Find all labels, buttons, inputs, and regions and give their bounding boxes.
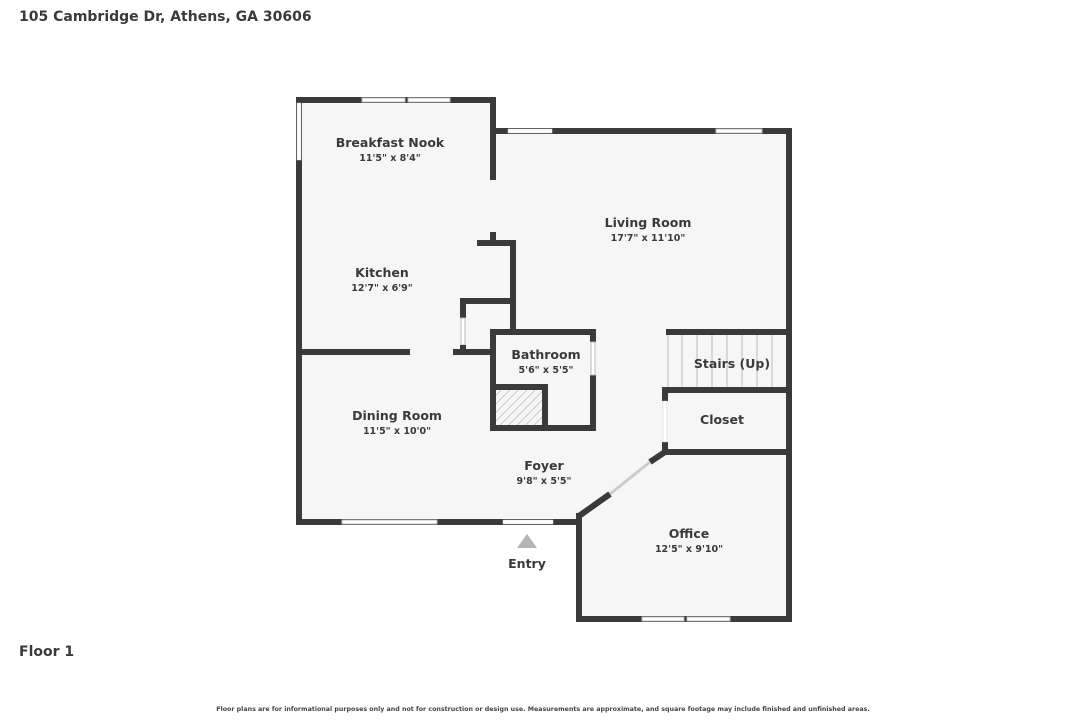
- svg-text:17'7" x 11'10": 17'7" x 11'10": [611, 233, 686, 244]
- room-stairs: Stairs (Up): [694, 356, 770, 371]
- svg-text:Stairs (Up): Stairs (Up): [694, 356, 770, 371]
- svg-text:12'7" x 6'9": 12'7" x 6'9": [351, 283, 413, 294]
- floor-label: Floor 1: [19, 644, 75, 660]
- room-foyer: Foyer 9'8" x 5'5": [517, 458, 572, 487]
- entry-arrow-icon: [517, 534, 537, 548]
- svg-text:Closet: Closet: [700, 412, 744, 427]
- svg-text:Kitchen: Kitchen: [355, 265, 409, 280]
- svg-text:Foyer: Foyer: [524, 458, 564, 473]
- walls: [296, 97, 792, 622]
- property-address: 105 Cambridge Dr, Athens, GA 30606: [19, 9, 312, 25]
- room-closet: Closet: [700, 412, 744, 427]
- room-dining-room: Dining Room 11'5" x 10'0": [352, 408, 442, 437]
- svg-text:Breakfast Nook: Breakfast Nook: [336, 135, 445, 150]
- room-bathroom: Bathroom 5'6" x 5'5": [511, 347, 580, 376]
- room-living-room: Living Room 17'7" x 11'10": [605, 215, 692, 244]
- svg-text:11'5" x 10'0": 11'5" x 10'0": [363, 426, 431, 437]
- svg-text:12'5" x 9'10": 12'5" x 9'10": [655, 544, 723, 555]
- svg-text:Bathroom: Bathroom: [511, 347, 580, 362]
- stair-treads: [667, 335, 773, 387]
- svg-text:5'6" x 5'5": 5'6" x 5'5": [519, 365, 574, 376]
- room-kitchen: Kitchen 12'7" x 6'9": [351, 265, 413, 294]
- svg-text:9'8" x 5'5": 9'8" x 5'5": [517, 476, 572, 487]
- svg-text:Living Room: Living Room: [605, 215, 692, 230]
- room-office: Office 12'5" x 9'10": [655, 526, 723, 555]
- floor-area: [299, 100, 789, 619]
- disclaimer: Floor plans are for informational purpos…: [216, 706, 870, 713]
- svg-text:11'5" x 8'4": 11'5" x 8'4": [359, 153, 421, 164]
- windows: [296, 97, 763, 622]
- room-breakfast-nook: Breakfast Nook 11'5" x 8'4": [336, 135, 445, 164]
- svg-text:Office: Office: [669, 526, 709, 541]
- entry-label: Entry: [508, 556, 546, 571]
- svg-text:Dining Room: Dining Room: [352, 408, 442, 423]
